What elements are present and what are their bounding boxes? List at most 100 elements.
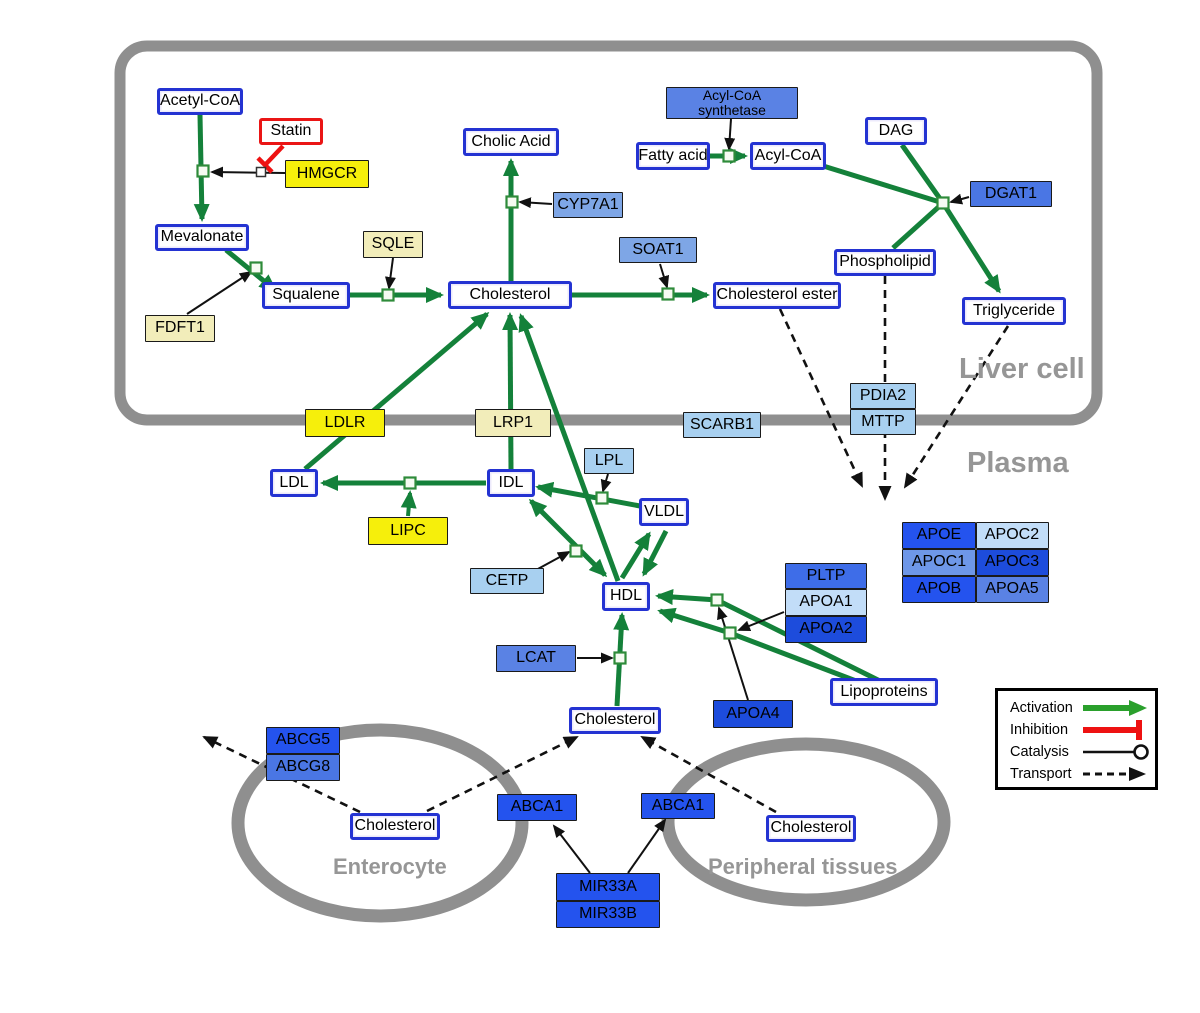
node-mir33a[interactable]: MIR33A bbox=[556, 873, 660, 901]
node-mevalonate[interactable]: Mevalonate bbox=[155, 223, 249, 251]
node-cyp7a1[interactable]: CYP7A1 bbox=[553, 192, 623, 218]
node-chol-plasma[interactable]: Cholesterol bbox=[569, 706, 661, 734]
liver-cell-label: Liver cell bbox=[959, 353, 1085, 385]
node-triglyceride[interactable]: Triglyceride bbox=[962, 297, 1066, 325]
node-acyl-coa[interactable]: Acyl-CoA bbox=[750, 142, 826, 170]
node-label: Lipoproteins bbox=[840, 683, 928, 701]
node-label: CYP7A1 bbox=[557, 196, 619, 214]
edge-cat-24 bbox=[385, 257, 396, 290]
node-chol-ent[interactable]: Cholesterol bbox=[350, 812, 440, 840]
node-apoe[interactable]: APOE bbox=[902, 521, 976, 549]
node-ldlr[interactable]: LDLR bbox=[305, 409, 385, 437]
node-lipc[interactable]: LIPC bbox=[368, 517, 448, 545]
legend-inhibition-label: Inhibition bbox=[1010, 722, 1069, 738]
edge-act-11 bbox=[502, 312, 519, 470]
node-apoa1[interactable]: APOA1 bbox=[785, 588, 867, 616]
reaction-node bbox=[661, 287, 675, 301]
node-apoa4[interactable]: APOA4 bbox=[713, 700, 793, 728]
node-lcat[interactable]: LCAT bbox=[496, 644, 576, 672]
node-label: Cholesterol bbox=[770, 819, 852, 837]
node-label: APOC2 bbox=[984, 526, 1040, 544]
node-abca1-l[interactable]: ABCA1 bbox=[497, 793, 577, 821]
node-label: SOAT1 bbox=[632, 241, 684, 259]
node-ldl[interactable]: LDL bbox=[270, 469, 318, 497]
node-chol-ester[interactable]: Cholesterol ester bbox=[713, 281, 841, 309]
node-label: SQLE bbox=[371, 235, 415, 253]
node-fdft1[interactable]: FDFT1 bbox=[145, 314, 215, 342]
node-squalene[interactable]: Squalene bbox=[262, 281, 350, 309]
node-dgat1[interactable]: DGAT1 bbox=[970, 181, 1052, 207]
edge-cat-29 bbox=[600, 473, 612, 493]
node-statin[interactable]: Statin bbox=[259, 117, 323, 145]
node-dag[interactable]: DAG bbox=[865, 117, 927, 145]
enterocyte-label: Enterocyte bbox=[333, 854, 447, 879]
node-label: Triglyceride bbox=[972, 302, 1056, 320]
node-label: LPL bbox=[594, 452, 624, 470]
node-label: Acetyl-CoA bbox=[159, 92, 241, 110]
node-apoc2[interactable]: APOC2 bbox=[975, 521, 1049, 549]
reaction-node bbox=[936, 196, 950, 210]
node-hmgcr[interactable]: HMGCR bbox=[285, 160, 369, 188]
inhibition-tbar-icon bbox=[1083, 720, 1142, 740]
node-lpl[interactable]: LPL bbox=[584, 448, 634, 474]
node-label: SCARB1 bbox=[689, 416, 755, 434]
node-chol-liver[interactable]: Cholesterol bbox=[448, 281, 572, 309]
reaction-node bbox=[249, 261, 263, 275]
node-label: CETP bbox=[485, 572, 529, 590]
reaction-node bbox=[710, 593, 724, 607]
node-apoc1[interactable]: APOC1 bbox=[902, 548, 976, 576]
node-label: APOC3 bbox=[984, 553, 1040, 571]
node-pltp[interactable]: PLTP bbox=[785, 563, 867, 589]
node-mttp[interactable]: MTTP bbox=[850, 409, 916, 435]
node-label: ABCA1 bbox=[510, 798, 564, 816]
node-label: Acyl-CoA bbox=[754, 147, 822, 165]
node-idl[interactable]: IDL bbox=[487, 469, 535, 497]
reaction-node bbox=[723, 626, 737, 640]
node-abcg5[interactable]: ABCG5 bbox=[266, 726, 340, 754]
node-cetp[interactable]: CETP bbox=[470, 568, 544, 594]
node-label: APOC1 bbox=[911, 553, 967, 571]
node-mir33b[interactable]: MIR33B bbox=[556, 900, 660, 928]
node-label: Cholic Acid bbox=[471, 133, 551, 151]
legend: Activation Inhibition Catalysis Transpor… bbox=[995, 688, 1158, 790]
node-scarb1[interactable]: SCARB1 bbox=[683, 412, 761, 438]
node-label: APOB bbox=[916, 580, 962, 598]
node-label: DAG bbox=[878, 122, 914, 140]
node-label: DGAT1 bbox=[984, 185, 1038, 203]
edge-act-8 bbox=[891, 201, 945, 250]
node-acetyl-coa[interactable]: Acetyl-CoA bbox=[157, 87, 243, 115]
edge-tr-41 bbox=[640, 735, 777, 814]
node-pdia2[interactable]: PDIA2 bbox=[850, 383, 916, 409]
node-vldl[interactable]: VLDL bbox=[639, 498, 689, 526]
edge-inh-43 bbox=[256, 156, 274, 174]
node-hdl[interactable]: HDL bbox=[602, 581, 650, 611]
catalysis-circle-icon bbox=[1083, 744, 1149, 760]
node-label: MTTP bbox=[861, 413, 905, 431]
node-label: APOA1 bbox=[799, 593, 853, 611]
node-apoa5[interactable]: APOA5 bbox=[975, 575, 1049, 603]
node-soat1[interactable]: SOAT1 bbox=[619, 237, 697, 263]
node-lipoproteins[interactable]: Lipoproteins bbox=[830, 678, 938, 706]
node-chol-per[interactable]: Cholesterol bbox=[766, 814, 856, 842]
reaction-node bbox=[196, 164, 210, 178]
node-abca1-r[interactable]: ABCA1 bbox=[641, 793, 715, 819]
node-apoc3[interactable]: APOC3 bbox=[975, 548, 1049, 576]
node-label: HMGCR bbox=[296, 165, 358, 183]
node-fatty-acid[interactable]: Fatty acid bbox=[636, 142, 710, 170]
reaction-node bbox=[613, 651, 627, 665]
edge-cat-35 bbox=[627, 818, 667, 874]
node-apoa2[interactable]: APOA2 bbox=[785, 615, 867, 643]
node-lrp1[interactable]: LRP1 bbox=[475, 409, 551, 437]
node-label: ABCA1 bbox=[651, 797, 705, 815]
node-phospholipid[interactable]: Phospholipid bbox=[834, 248, 936, 276]
node-cholic-acid[interactable]: Cholic Acid bbox=[463, 128, 559, 156]
node-sqle[interactable]: SQLE bbox=[363, 230, 423, 258]
node-label: MIR33A bbox=[579, 878, 637, 896]
edge-cat-23 bbox=[186, 270, 253, 315]
node-abcg8[interactable]: ABCG8 bbox=[266, 753, 340, 781]
node-apob[interactable]: APOB bbox=[902, 575, 976, 603]
node-label: APOA4 bbox=[726, 705, 780, 723]
